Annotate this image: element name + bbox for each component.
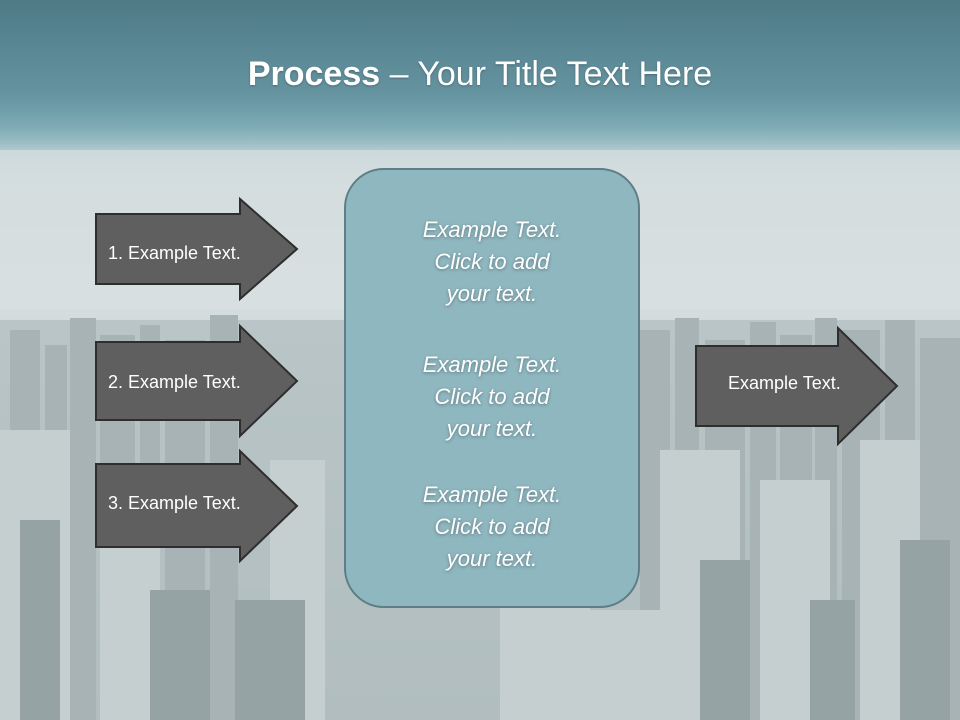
block-line: Example Text. bbox=[422, 352, 562, 377]
text-block-1[interactable]: Example Text. Click to add your text. bbox=[346, 214, 638, 310]
block-line: Click to add bbox=[434, 514, 550, 539]
center-text-box[interactable]: Example Text. Click to add your text. Ex… bbox=[344, 168, 640, 608]
arrow-shape bbox=[95, 196, 299, 302]
left-arrow-1[interactable]: 1. Example Text. bbox=[95, 196, 300, 302]
arrow-shape bbox=[95, 448, 299, 564]
title-band bbox=[0, 0, 960, 150]
arrow-shape bbox=[695, 325, 899, 447]
arrow-label: 2. Example Text. bbox=[108, 372, 241, 392]
block-line: Example Text. bbox=[422, 217, 562, 242]
arrow-label: 3. Example Text. bbox=[108, 493, 241, 513]
arrow-label: Example Text. bbox=[728, 373, 841, 393]
block-line: Click to add bbox=[434, 249, 550, 274]
block-line: your text. bbox=[446, 416, 538, 441]
arrow-shape bbox=[95, 323, 299, 439]
left-arrow-3[interactable]: 3. Example Text. bbox=[95, 448, 300, 564]
right-arrow[interactable]: Example Text. bbox=[695, 325, 900, 447]
left-arrow-2[interactable]: 2. Example Text. bbox=[95, 323, 300, 439]
slide-title[interactable]: Process – Your Title Text Here bbox=[0, 52, 960, 96]
arrow-label: 1. Example Text. bbox=[108, 243, 241, 263]
block-line: your text. bbox=[446, 281, 538, 306]
block-line: your text. bbox=[446, 546, 538, 571]
title-bold-part: Process bbox=[247, 55, 381, 93]
block-line: Click to add bbox=[434, 384, 550, 409]
block-line: Example Text. bbox=[422, 482, 562, 507]
text-block-3[interactable]: Example Text. Click to add your text. bbox=[346, 479, 638, 575]
title-rest-part: – Your Title Text Here bbox=[380, 55, 713, 93]
text-block-2[interactable]: Example Text. Click to add your text. bbox=[346, 349, 638, 445]
